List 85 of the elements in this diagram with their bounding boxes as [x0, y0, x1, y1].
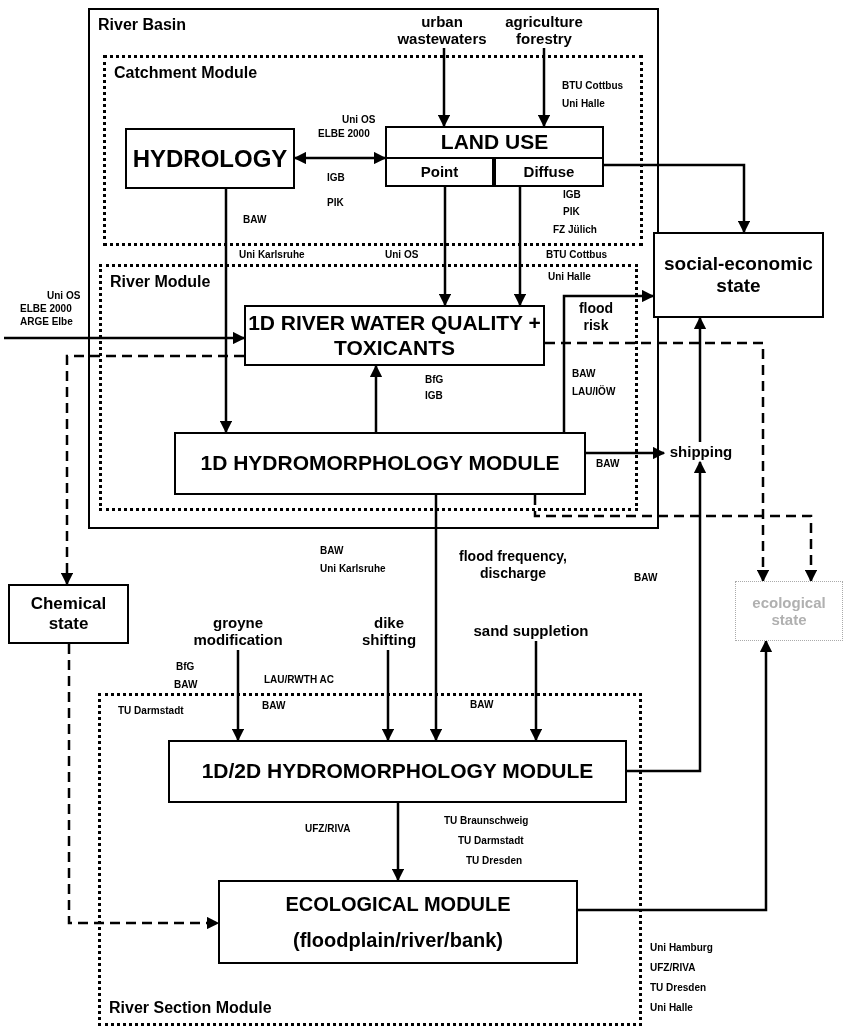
table-cell: Point: [385, 157, 494, 187]
arrow: [437, 48, 451, 128]
arrow: [627, 460, 707, 773]
institution-label: BTU Cottbus: [562, 80, 624, 91]
arrow: [537, 48, 551, 128]
arrow: [513, 187, 527, 307]
table-cell: Diffuse: [494, 157, 604, 187]
arrow: [604, 163, 751, 234]
dashed-arrow: [533, 495, 818, 583]
module-frame: [99, 264, 638, 511]
arrow: [381, 650, 395, 742]
institution-label: BAW: [320, 545, 344, 556]
state-box: ecological state: [735, 581, 843, 641]
process-box: 1D RIVER WATER QUALITY + TOXICANTS: [244, 305, 545, 366]
institution-label: TU Braunschweig: [444, 815, 529, 826]
arrow: [578, 639, 773, 912]
institution-label: BTU Cottbus: [546, 249, 608, 260]
module-frame: [98, 693, 642, 1026]
institution-label: BAW: [243, 214, 267, 225]
group-title: LAND USE: [439, 130, 550, 154]
arrow: [4, 331, 246, 345]
institution-label: Uni OS: [342, 114, 376, 125]
arrow: [429, 495, 443, 742]
group-title: Catchment Module: [114, 64, 258, 82]
institution-label: BAW: [470, 699, 494, 710]
process-box: 1D HYDROMORPHOLOGY MODULE: [174, 432, 586, 495]
institution-label: BfG: [176, 661, 195, 672]
text-label: groyne modification: [186, 612, 290, 650]
process-box: ECOLOGICAL MODULE (floodplain/river/bank): [218, 880, 578, 964]
text-label: urban wastewaters: [390, 12, 494, 48]
institution-label: Uni Karlsruhe: [320, 563, 386, 574]
institution-label: UFZ/RIVA: [650, 962, 696, 973]
arrow: [693, 316, 707, 442]
land-use-box: [385, 126, 604, 187]
institution-label: Uni Karlsruhe: [239, 249, 305, 260]
arrow: [391, 803, 405, 882]
institution-label: TU Darmstadt: [118, 705, 184, 716]
institution-label: PIK: [327, 197, 344, 208]
institution-label: Uni Halle: [548, 271, 591, 282]
institution-label: ELBE 2000: [318, 128, 370, 139]
institution-label: Uni Hamburg: [650, 942, 713, 953]
arrow: [369, 364, 383, 432]
institution-label: BAW: [596, 458, 620, 469]
institution-label: Uni OS: [385, 249, 419, 260]
text-label: dike shifting: [356, 612, 422, 650]
arrow: [219, 189, 233, 434]
dashed-arrow: [67, 644, 220, 930]
institution-label: Uni Halle: [650, 1002, 693, 1013]
dashed-arrow: [545, 341, 770, 583]
arrow: [438, 187, 452, 307]
institution-label: BAW: [572, 368, 596, 379]
institution-label: LAU/IÖW: [572, 386, 616, 397]
arrow: [562, 289, 655, 432]
institution-label: PIK: [563, 206, 580, 217]
institution-label: ELBE 2000: [20, 303, 72, 314]
process-box: HYDROLOGY: [125, 128, 295, 189]
process-box: social-economic state: [653, 232, 824, 318]
institution-label: BAW: [634, 572, 658, 583]
institution-label: Uni Halle: [562, 98, 605, 109]
text-label: sand suppletion: [466, 621, 596, 641]
institution-label: IGB: [425, 390, 443, 401]
arrow: [231, 650, 245, 742]
institution-label: Uni OS: [47, 290, 81, 301]
institution-label: TU Dresden: [466, 855, 523, 866]
institution-label: TU Darmstadt: [458, 835, 524, 846]
institution-label: BAW: [174, 679, 198, 690]
arrow: [586, 446, 666, 460]
text-label: shipping: [664, 442, 738, 462]
process-box: 1D/2D HYDROMORPHOLOGY MODULE: [168, 740, 627, 803]
group-title: River Module: [110, 273, 211, 291]
institution-label: TU Dresden: [650, 982, 707, 993]
arrow: [529, 641, 543, 742]
institution-label: FZ Jülich: [553, 224, 597, 235]
institution-label: ARGE Elbe: [20, 316, 73, 327]
institution-label: BAW: [262, 700, 286, 711]
group-title: River Section Module: [109, 999, 272, 1017]
institution-label: LAU/RWTH AC: [264, 674, 334, 685]
institution-label: IGB: [327, 172, 345, 183]
text-label: agriculture forestry: [492, 12, 596, 48]
group-title: River Basin: [98, 16, 187, 34]
process-box: Chemical state: [8, 584, 129, 644]
module-frame: [88, 8, 659, 529]
institution-label: UFZ/RIVA: [305, 823, 351, 834]
module-frame: [103, 55, 643, 246]
dashed-arrow: [60, 354, 244, 586]
